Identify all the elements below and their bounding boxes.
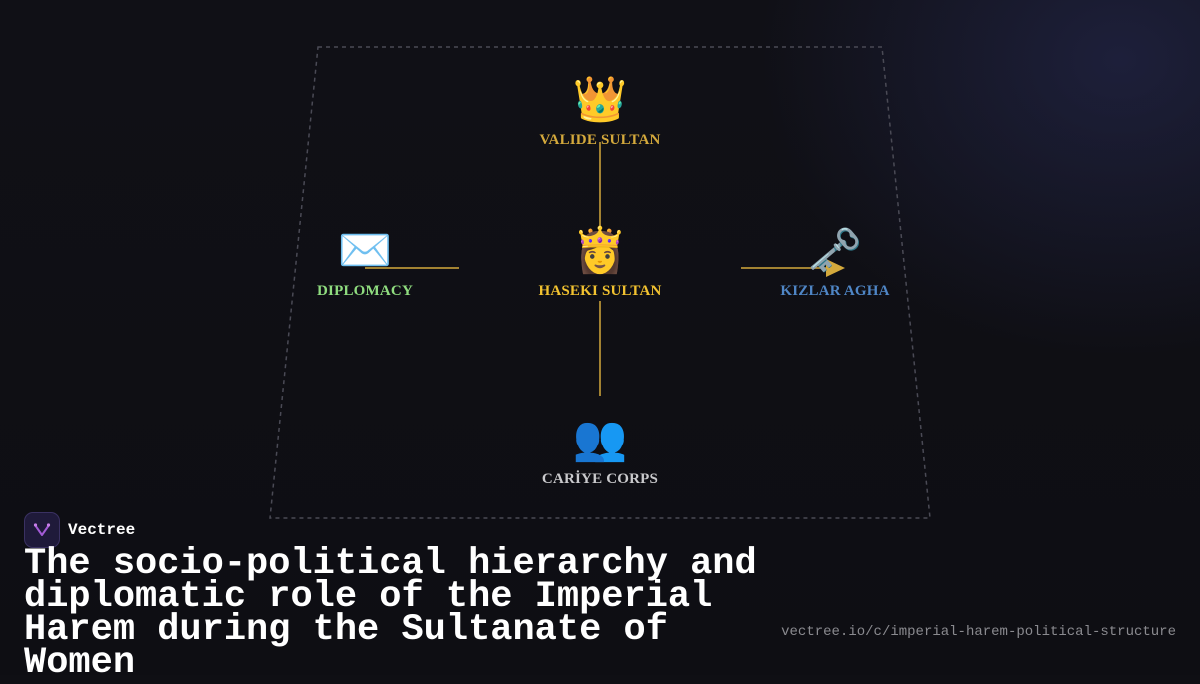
frame-outline [269,46,931,519]
node-label-kizlar-agha: KIZLAR AGHA [780,283,890,299]
vectree-logo-icon [24,512,60,548]
brand-name: Vectree [68,521,136,539]
node-diplomacy: ✉️ DIPLOMACY [265,223,465,300]
key-icon: 🗝️ [807,225,863,276]
brand[interactable]: Vectree [24,512,135,548]
node-label-valide-sultan: VALIDE SULTAN [539,132,661,148]
node-valide-sultan: 👑 VALIDE SULTAN [500,72,700,149]
node-kizlar-agha: 🗝️ KIZLAR AGHA [735,223,935,300]
node-label-haseki-sultan: HASEKI SULTAN [538,283,662,299]
people-icon: 👥 [572,413,628,464]
envelope-icon: ✉️ [337,225,393,276]
page-title: The socio-political hierarchy and diplom… [24,543,757,684]
node-label-cariye-corps: CARİYE CORPS [541,471,659,487]
node-cariye-corps: 👥 CARİYE CORPS [500,411,700,488]
arrowhead-kizlar [826,259,845,277]
source-url[interactable]: vectree.io/c/imperial-harem-political-st… [781,624,1176,640]
princess-icon: 👸 [572,225,628,276]
node-haseki-sultan: 👸 HASEKI SULTAN [500,223,700,300]
node-label-diplomacy: DIPLOMACY [317,283,413,299]
crown-icon: 👑 [572,74,628,125]
